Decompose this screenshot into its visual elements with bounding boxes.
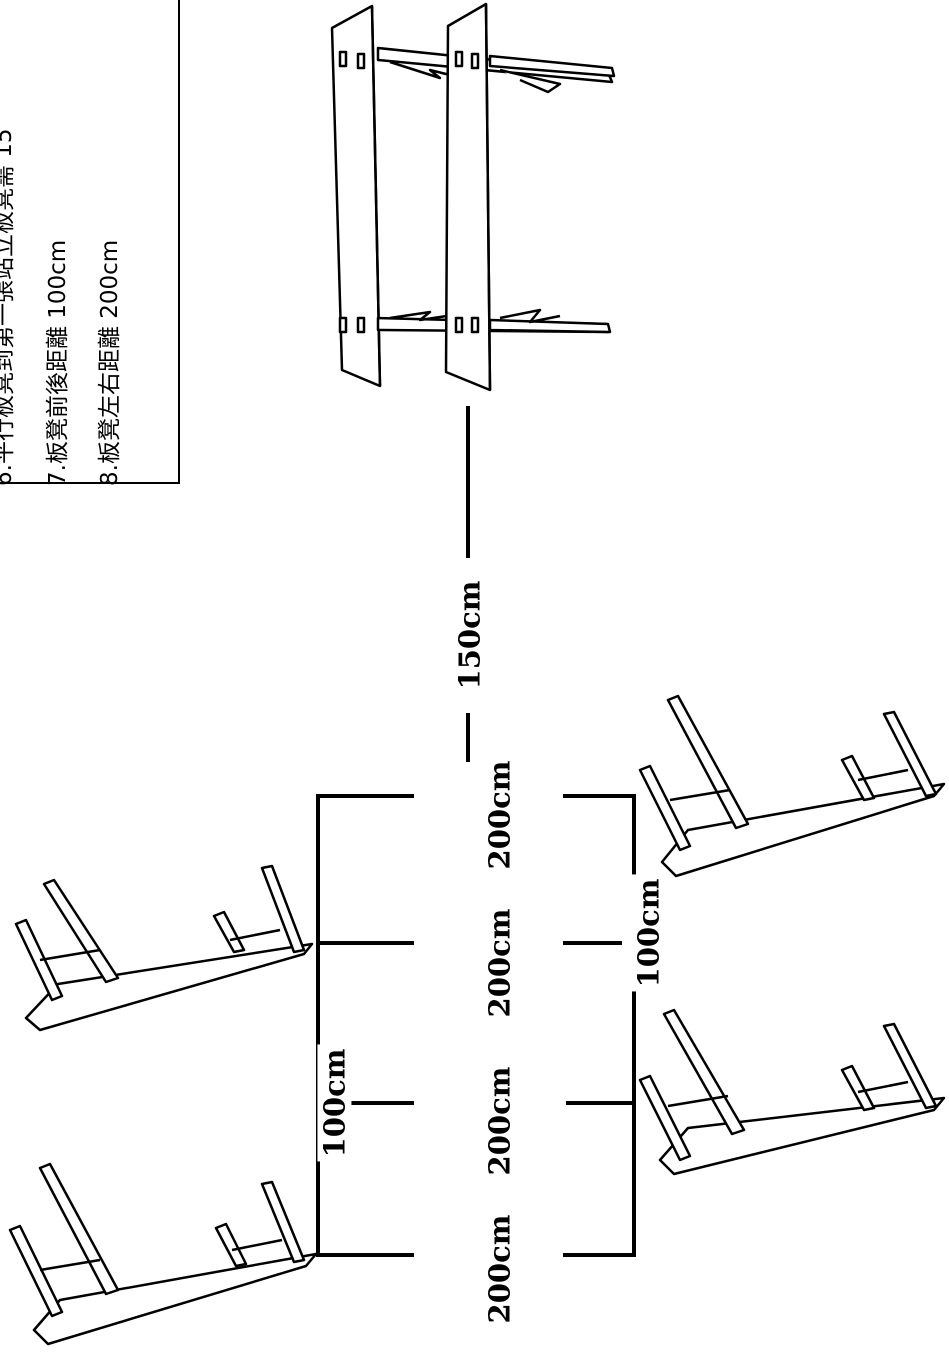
standing-benches (330, 2, 616, 392)
dim-label-100-left: 100cm (317, 1044, 352, 1162)
bench-bottom-left (8, 1162, 318, 1346)
notes-box: 6.平行板凳到第一張站立板凳需 15 7.板凳前後距離 100cm 8.板凳左右… (0, 0, 180, 486)
dim-label-200-mid2: 200cm (482, 1066, 517, 1176)
bench-top-right (638, 694, 946, 878)
bench-bottom-right (638, 1008, 946, 1176)
dim-label-200-bottom: 200cm (482, 1214, 517, 1324)
bench-top-left (14, 864, 314, 1032)
dim-label-100-right: 100cm (631, 874, 666, 992)
dim-label-200-mid1: 200cm (482, 908, 517, 1018)
standing-bench-2 (338, 2, 616, 392)
dim-label-200-top: 200cm (482, 760, 517, 870)
dim-label-150: 150cm (452, 580, 487, 690)
